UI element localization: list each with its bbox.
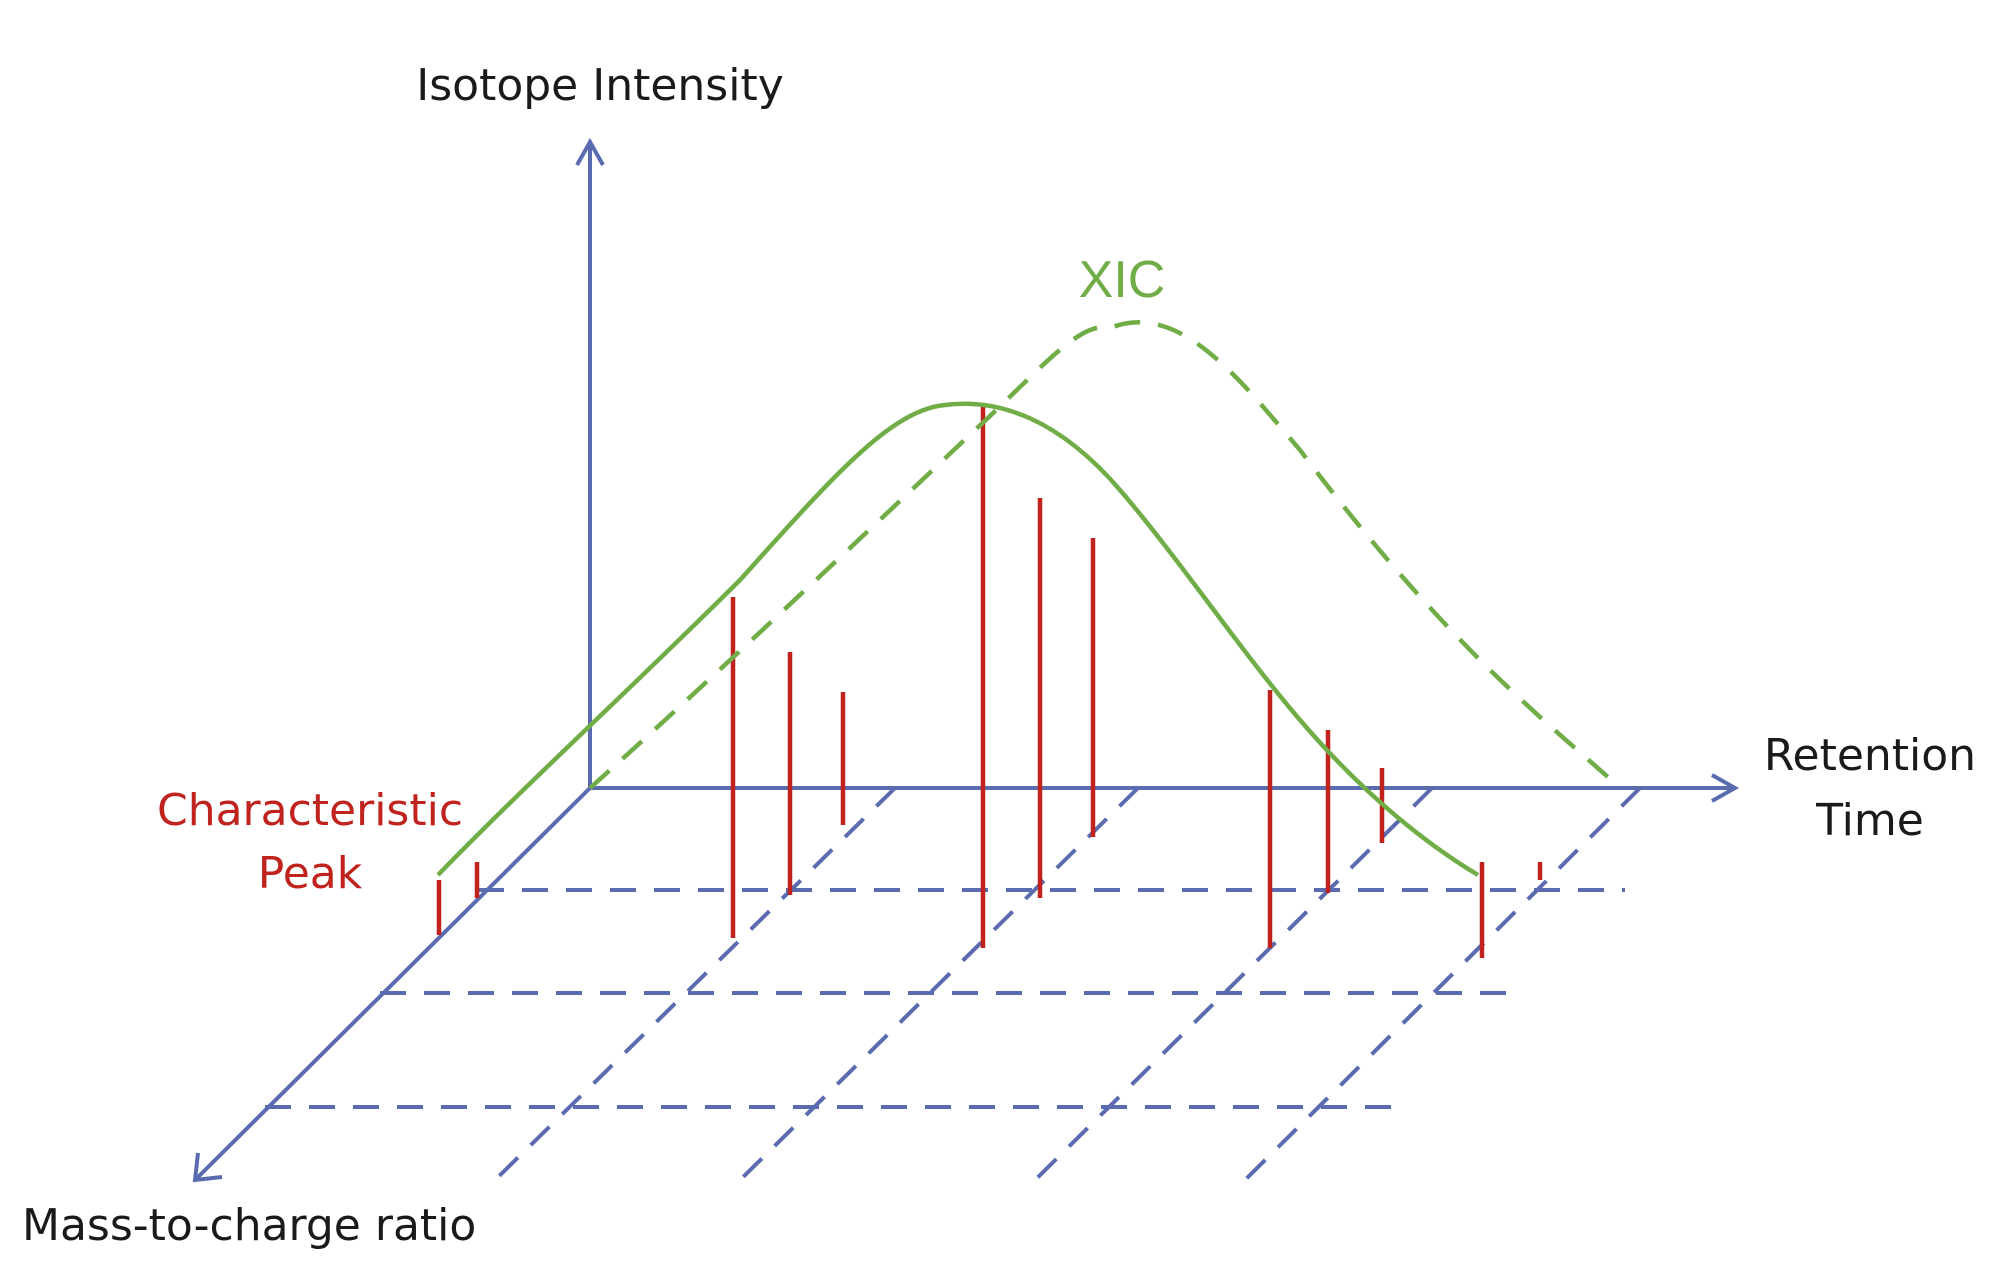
xic-curves — [436, 320, 1622, 877]
z-axis-label: Mass-to-charge ratio — [22, 1200, 476, 1251]
y-axis-arrowhead — [575, 137, 605, 166]
xic-curve-dashed — [588, 320, 1622, 790]
x-axis-label-line1: Retention — [1764, 730, 1976, 781]
x-axis-arrowhead — [1711, 773, 1740, 803]
grid-col-2 — [733, 786, 1140, 1187]
axes — [192, 137, 1740, 1183]
characteristic-peak-label-line1: Characteristic — [157, 785, 463, 836]
characteristic-peak-label-line2: Peak — [258, 848, 363, 899]
x-axis-label-line2: Time — [1815, 795, 1924, 846]
grid-col-3 — [1028, 786, 1434, 1187]
floor-grid — [265, 786, 1642, 1187]
z-axis-arrowhead — [192, 1152, 223, 1183]
grid-col-4 — [1238, 786, 1642, 1187]
grid-col-1 — [488, 786, 897, 1187]
xic-curve-solid — [436, 401, 1480, 877]
z-axis-line — [193, 786, 592, 1182]
xic-label: XIC — [1079, 251, 1166, 309]
y-axis-label: Isotope Intensity — [416, 60, 784, 111]
characteristic-peaks — [436, 405, 1543, 958]
